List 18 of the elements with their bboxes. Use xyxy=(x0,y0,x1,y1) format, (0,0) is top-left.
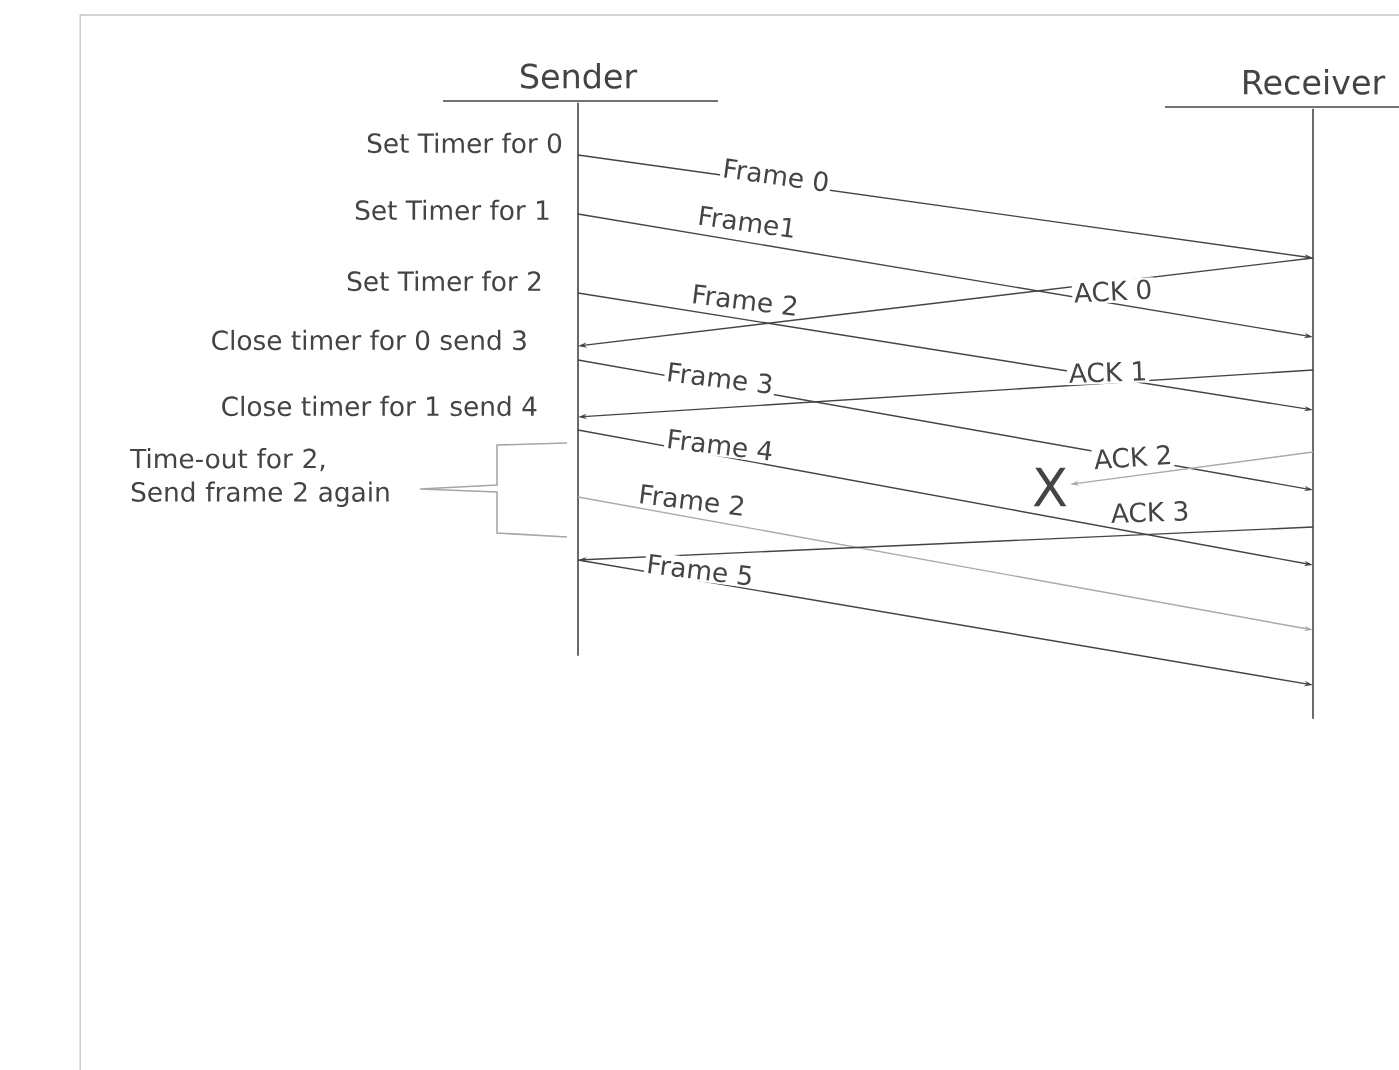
edge-label: ACK 1 xyxy=(1069,361,1146,383)
edge-label: Frame 4 xyxy=(668,429,772,461)
side-note: Close timer for 0 send 3 xyxy=(212,329,526,351)
lost-mark: X xyxy=(1033,467,1067,507)
side-note: Set Timer for 1 xyxy=(355,199,549,221)
side-note: Set Timer for 2 xyxy=(347,270,541,292)
edge-label: ACK 2 xyxy=(1094,444,1171,470)
edge-label: Frame1 xyxy=(699,205,793,238)
edge-label: ACK 3 xyxy=(1111,500,1188,523)
edge-label: Frame 2 xyxy=(640,484,744,516)
edge-label: ACK 0 xyxy=(1074,279,1151,303)
edge-label: Frame 5 xyxy=(648,554,751,586)
edge-label: Frame 0 xyxy=(724,158,828,192)
side-note: Set Timer for 0 xyxy=(367,132,562,154)
edge-label: Frame 3 xyxy=(668,362,772,394)
edge-label: Frame 2 xyxy=(693,284,797,316)
side-note: Close timer for 1 send 4 xyxy=(222,395,537,417)
side-note: Time-out for 2, Send frame 2 again xyxy=(130,448,389,507)
